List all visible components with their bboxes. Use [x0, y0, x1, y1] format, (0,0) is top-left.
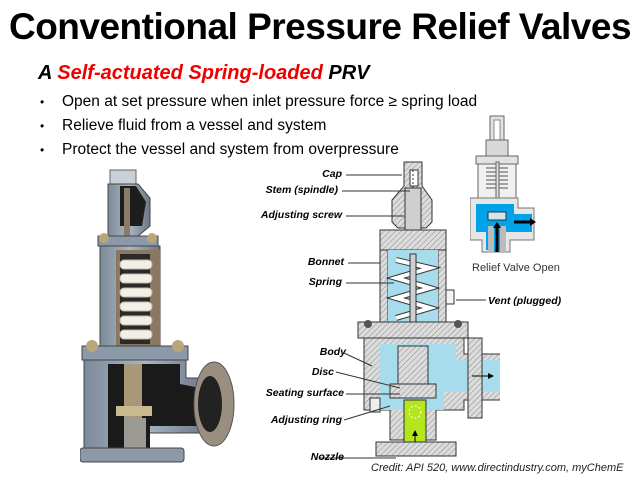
valve-cutaway-photo — [80, 169, 235, 463]
label-bonnet: Bonnet — [307, 256, 344, 268]
label-stem: Stem (spindle) — [265, 184, 338, 196]
bullet-marker: • — [40, 119, 45, 133]
slide-subtitle: A Self-actuated Spring-loaded PRV — [38, 62, 370, 85]
relief-valve-open-diagram — [470, 115, 536, 253]
label-body: Body — [319, 346, 346, 358]
bullet-item: • Protect the vessel and system from over… — [38, 138, 477, 162]
label-vent: Vent (plugged) — [488, 295, 562, 307]
subtitle-prefix: A — [38, 62, 58, 84]
relief-valve-open-caption: Relief Valve Open — [472, 262, 560, 274]
bullet-marker: • — [40, 143, 45, 157]
label-disc: Disc — [311, 366, 334, 378]
bullet-list: • Open at set pressure when inlet pressur… — [38, 90, 477, 162]
label-cap: Cap — [322, 168, 342, 180]
subtitle-highlight: Self-actuated Spring-loaded — [57, 62, 323, 84]
slide-title: Conventional Pressure Relief Valves — [8, 6, 632, 47]
valve-schematic — [320, 161, 500, 459]
bullet-text: Open at set pressure when inlet pressure… — [62, 93, 478, 110]
bullet-item: • Open at set pressure when inlet pressur… — [38, 90, 477, 114]
bullet-text: Protect the vessel and system from overp… — [62, 141, 399, 158]
label-spring: Spring — [308, 276, 342, 288]
bullet-text: Relieve fluid from a vessel and system — [62, 117, 327, 134]
label-seating-surface: Seating surface — [265, 387, 344, 399]
label-adjusting-ring: Adjusting ring — [270, 414, 342, 426]
label-nozzle: Nozzle — [310, 451, 344, 463]
bullet-item: • Relieve fluid from a vessel and system — [38, 114, 477, 138]
label-adjusting-screw: Adjusting screw — [260, 209, 342, 221]
image-credit: Credit: API 520, www.directindustry.com,… — [371, 462, 624, 474]
subtitle-suffix: PRV — [322, 62, 370, 84]
bullet-marker: • — [40, 95, 45, 109]
